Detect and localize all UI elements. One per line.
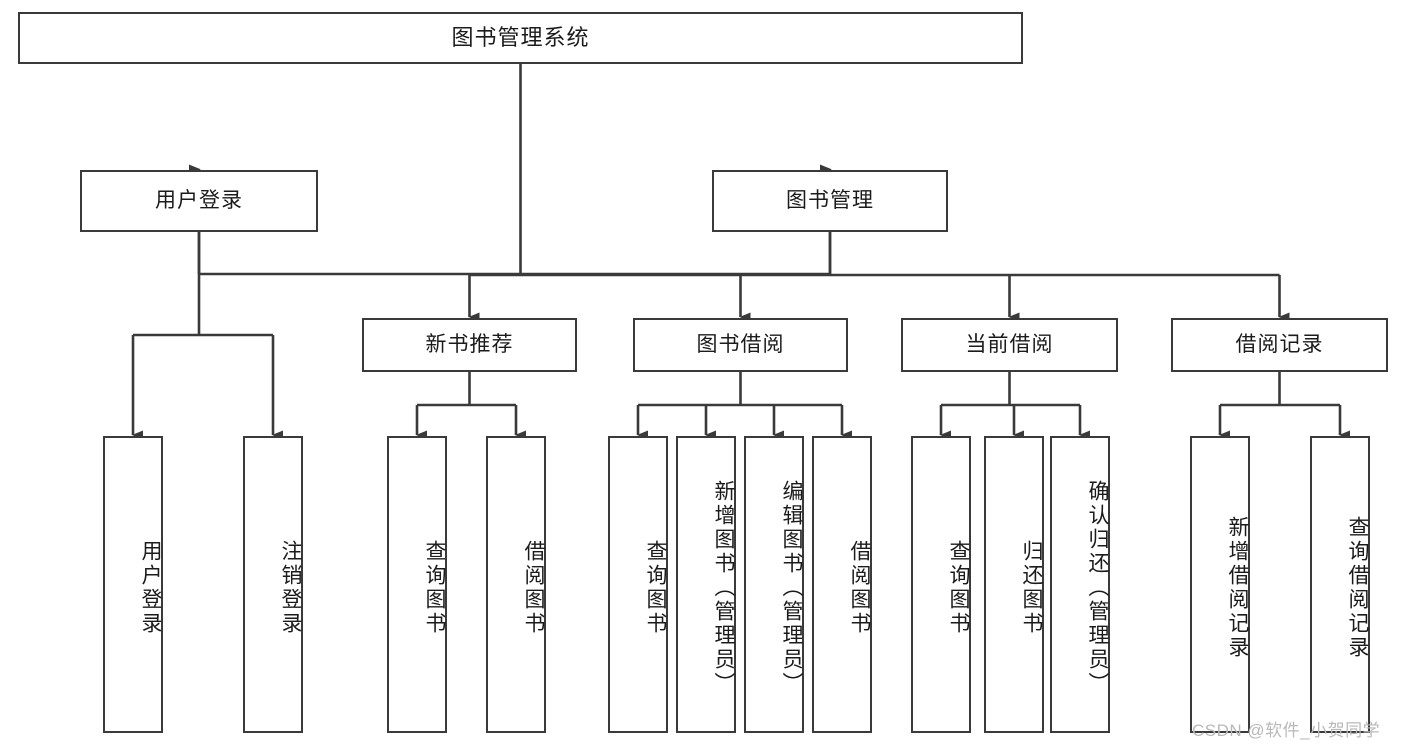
node-leaf-8: 查询图书	[911, 436, 971, 733]
node-leaf-9-label: 归还图书	[1020, 539, 1043, 636]
node-leaf-7-label: 借阅图书	[848, 539, 871, 636]
node-leaf-0: 用户登录	[103, 436, 163, 733]
node-leaf-4-label: 查询图书	[644, 539, 667, 636]
node-leaf-1-label: 注销登录	[279, 539, 302, 636]
node-level3-3-label: 借阅记录	[1235, 333, 1324, 357]
node-level2-0-label: 用户登录	[155, 189, 243, 213]
node-root-label: 图书管理系统	[451, 24, 590, 50]
node-level2-1: 图书管理	[712, 170, 948, 232]
node-level3-2: 当前借阅	[901, 318, 1118, 372]
node-leaf-1: 注销登录	[243, 436, 303, 733]
node-leaf-3: 借阅图书	[486, 436, 546, 733]
node-level2-0: 用户登录	[80, 170, 318, 232]
node-leaf-5-label: 新增图书（管理员）	[712, 479, 735, 696]
node-level2-1-label: 图书管理	[786, 189, 874, 213]
node-leaf-8-label: 查询图书	[947, 539, 970, 636]
node-level3-1: 图书借阅	[633, 318, 848, 372]
node-leaf-11: 新增借阅记录	[1190, 436, 1250, 733]
node-level3-2-label: 当前借阅	[965, 333, 1054, 357]
node-leaf-3-label: 借阅图书	[522, 539, 545, 636]
node-leaf-6-label: 编辑图书（管理员）	[780, 479, 803, 696]
node-leaf-2-label: 查询图书	[423, 539, 446, 636]
node-leaf-4: 查询图书	[608, 436, 668, 733]
node-level3-3: 借阅记录	[1171, 318, 1388, 372]
node-leaf-5: 新增图书（管理员）	[676, 436, 736, 733]
node-leaf-12: 查询借阅记录	[1310, 436, 1370, 733]
node-level3-1-label: 图书借阅	[696, 333, 785, 357]
node-leaf-2: 查询图书	[387, 436, 447, 733]
node-level3-0: 新书推荐	[362, 318, 577, 372]
csdn-watermark: CSDN @软件_小贺同学	[1192, 721, 1381, 740]
node-leaf-10-label: 确认归还（管理员）	[1086, 479, 1109, 696]
node-leaf-11-label: 新增借阅记录	[1226, 515, 1249, 660]
node-leaf-9: 归还图书	[984, 436, 1044, 733]
node-leaf-7: 借阅图书	[812, 436, 872, 733]
node-level3-0-label: 新书推荐	[425, 333, 514, 357]
node-root: 图书管理系统	[18, 12, 1023, 64]
node-leaf-10: 确认归还（管理员）	[1050, 436, 1110, 733]
node-leaf-6: 编辑图书（管理员）	[744, 436, 804, 733]
node-leaf-12-label: 查询借阅记录	[1346, 515, 1369, 660]
node-leaf-0-label: 用户登录	[139, 539, 162, 636]
